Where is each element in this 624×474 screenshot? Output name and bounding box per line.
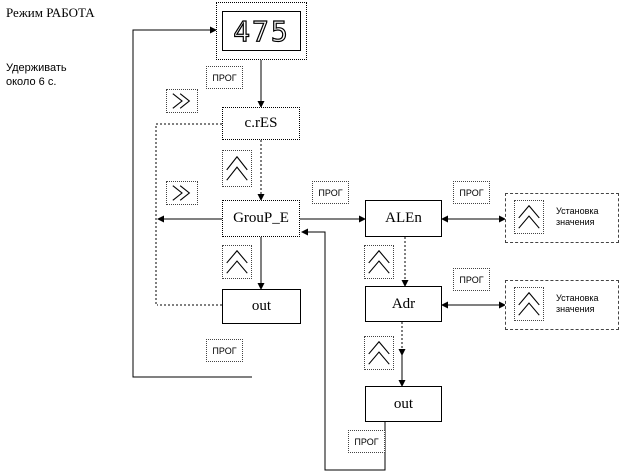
double-up-arrow-icon	[222, 245, 252, 279]
prog-key-5: ПРОГ	[206, 339, 243, 362]
double-up-arrow-icon	[364, 336, 394, 370]
prog-key-3: ПРОГ	[453, 181, 490, 204]
menu-item-cres-label: c.rES	[244, 115, 278, 131]
set-value-group-1: Установка значения	[505, 193, 619, 243]
menu-item-adr[interactable]: Adr	[365, 286, 442, 322]
set-value-label-1a: Установка	[556, 206, 599, 216]
prog-key-2: ПРОГ	[312, 181, 349, 204]
menu-item-cres[interactable]: c.rES	[222, 107, 300, 140]
menu-item-group[interactable]: GrouP_E	[222, 200, 300, 237]
mode-label: Режим РАБОТА	[6, 5, 95, 20]
prog-key-3-label: ПРОГ	[459, 187, 484, 198]
prog-key-2-label: ПРОГ	[318, 187, 343, 198]
menu-item-alen-label: ALEn	[385, 210, 422, 226]
menu-item-adr-label: Adr	[391, 295, 416, 312]
prog-key-4: ПРОГ	[453, 268, 490, 291]
menu-item-out-left[interactable]: out	[222, 289, 301, 324]
prog-key-5-label: ПРОГ	[212, 345, 237, 356]
menu-item-alen[interactable]: ALEn	[365, 200, 442, 237]
display-value: 475	[233, 14, 290, 48]
menu-item-out-right-label: out	[393, 395, 414, 412]
prog-key-4-label: ПРОГ	[459, 274, 484, 285]
menu-item-out-right[interactable]: out	[365, 386, 442, 422]
set-value-label-2a: Установка	[556, 293, 599, 303]
double-right-arrow-icon	[166, 181, 198, 205]
menu-item-group-label: GrouP_E	[233, 210, 289, 226]
display-panel: 475	[216, 2, 307, 60]
menu-item-out-left-label: out	[251, 298, 272, 314]
prog-key-1: ПРОГ	[206, 66, 243, 89]
double-up-arrow-icon	[222, 150, 252, 187]
prog-key-6-label: ПРОГ	[354, 436, 379, 447]
double-right-arrow-icon	[166, 89, 198, 113]
prog-key-1-label: ПРОГ	[212, 72, 237, 83]
double-up-arrow-icon	[514, 200, 544, 234]
hold-label-line1: Удерживать	[6, 62, 67, 74]
double-up-arrow-icon	[514, 287, 544, 321]
prog-key-6: ПРОГ	[348, 430, 385, 453]
set-value-group-2: Установка значения	[505, 280, 619, 330]
hold-label-line2: около 6 с.	[6, 76, 57, 88]
set-value-label-2b: значения	[556, 304, 595, 314]
double-up-arrow-icon	[364, 245, 394, 279]
set-value-label-1b: значения	[556, 217, 595, 227]
